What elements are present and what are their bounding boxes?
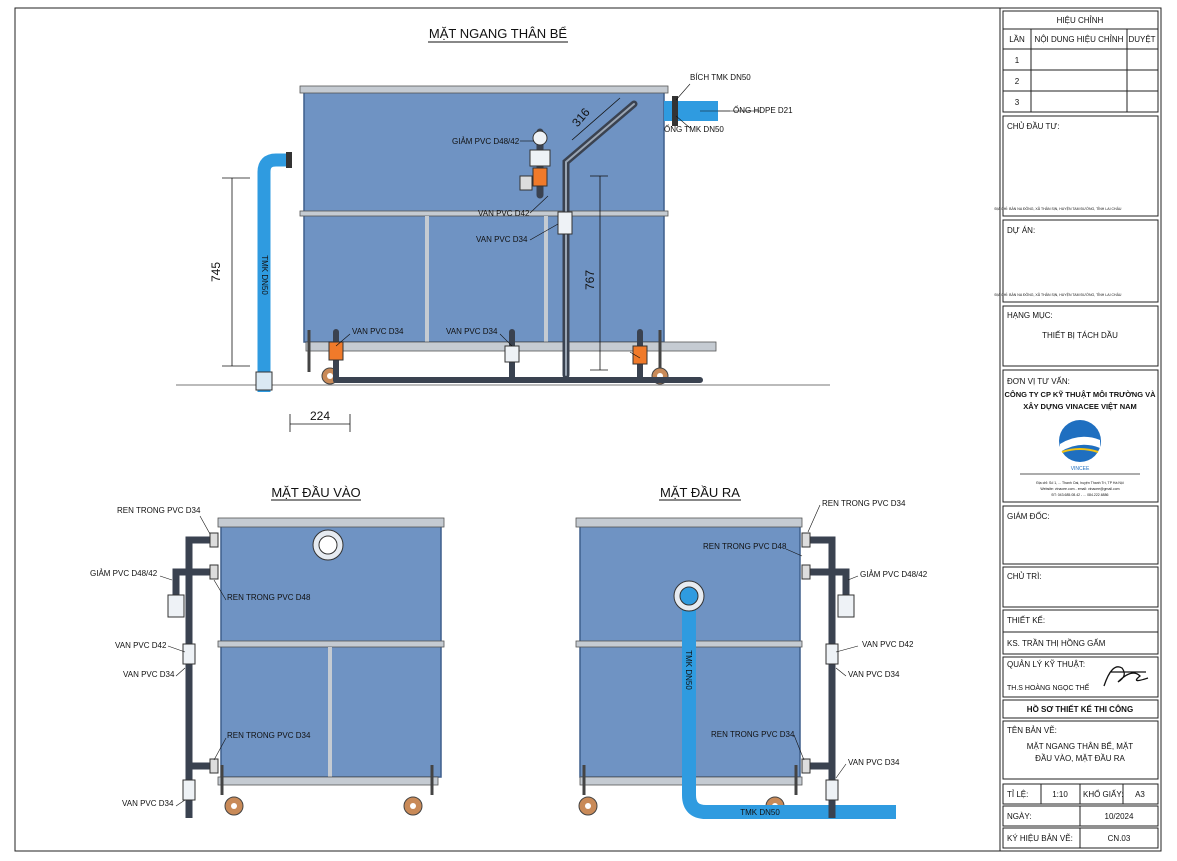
- chu-dau-tu-label: CHỦ ĐẦU TƯ:: [1007, 121, 1059, 131]
- ky-hieu-label: KÝ HIỆU BẢN VẼ:: [1007, 834, 1073, 843]
- ten-ban-ve-line2: ĐẦU VÀO, MẶT ĐẦU RA: [1035, 753, 1125, 763]
- label-hdpe: ỐNG HDPE D21: [733, 105, 793, 115]
- label-outlet-van42: VAN PVC D42: [862, 640, 914, 649]
- company-info3: ĐT: 043.685.08.42 - ... 084.222.6886: [1051, 493, 1108, 497]
- label-inlet-ren-top: REN TRONG PVC D34: [117, 506, 201, 515]
- chu-dau-tu-address: ĐỊA CHỈ: BẢN NA ĐÔNG, XÃ THÂN SỊN, HUYỆN…: [995, 206, 1122, 211]
- pipe-label-tmk-side: TMK DN50: [260, 255, 269, 295]
- dim-745: 745: [209, 262, 223, 282]
- label-bich-tmk: BÍCH TMK DN50: [690, 73, 751, 82]
- inlet-view: MẶT ĐẦU VÀO: [90, 485, 445, 818]
- label-outlet-ren48: REN TRONG PVC D48: [703, 542, 787, 551]
- ti-le-value: 1:10: [1052, 790, 1068, 799]
- outlet-view-title: MẶT ĐẦU RA: [660, 485, 740, 500]
- side-view-title: MẶT NGANG THÂN BỂ: [429, 26, 568, 41]
- valve-d34-mid: [504, 345, 520, 363]
- valve-d34-left: [328, 341, 344, 361]
- ten-ban-ve-label: TÊN BẢN VẼ:: [1007, 726, 1057, 735]
- title-block: [999, 7, 1162, 852]
- revision-col-noidung: NỘI DUNG HIỆU CHỈNH: [1035, 35, 1124, 44]
- label-giam-side: GIẢM PVC D48/42: [452, 137, 520, 146]
- hang-muc-value: THIẾT BỊ TÁCH DẦU: [1042, 330, 1118, 340]
- label-inlet-van34: VAN PVC D34: [123, 670, 175, 679]
- side-view: MẶT NGANG THÂN BỂ: [176, 26, 830, 432]
- valve-d42-side: [532, 167, 548, 187]
- inlet-view-title: MẶT ĐẦU VÀO: [271, 485, 360, 500]
- revision-row-3: 3: [1015, 98, 1020, 107]
- label-ong-tmk: ỐNG TMK DN50: [664, 124, 724, 134]
- label-outlet-giam: GIẢM PVC D48/42: [860, 570, 928, 579]
- company-line2: XÂY DỰNG VINACEE VIỆT NAM: [1023, 402, 1137, 411]
- label-van34-left: VAN PVC D34: [352, 327, 404, 336]
- outlet-pipe-vertical: [682, 596, 896, 819]
- thiet-ke-label: THIẾT KẾ:: [1007, 615, 1045, 625]
- label-van42-side: VAN PVC D42: [478, 209, 530, 218]
- hang-muc-label: HẠNG MỤC:: [1007, 311, 1053, 320]
- don-vi-label: ĐƠN VỊ TƯ VẤN:: [1007, 376, 1070, 386]
- revision-col-lan: LẦN: [1009, 34, 1025, 44]
- valve-d34-side-top: [557, 211, 573, 235]
- quan-ly-label: QUẢN LÝ KỸ THUẬT:: [1007, 660, 1085, 669]
- revision-row-1: 1: [1015, 56, 1020, 65]
- ngay-label: NGÀY:: [1007, 812, 1031, 821]
- company-info2: Website: vinacee.com - email: vinacee@gm…: [1040, 487, 1119, 491]
- inlet-flange: [312, 529, 344, 561]
- signature: [1103, 666, 1149, 687]
- kho-giay-value: A3: [1135, 790, 1145, 799]
- pipe-label-tmk-outlet-horiz: TMK DN50: [740, 808, 780, 817]
- outlet-view: MẶT ĐẦU RA: [575, 485, 928, 819]
- ti-le-label: TỈ LỆ:: [1007, 790, 1028, 799]
- chu-tri-label: CHỦ TRÌ:: [1007, 572, 1042, 581]
- ngay-value: 10/2024: [1105, 812, 1134, 821]
- quan-ly-name: TH.S HOÀNG NGỌC THẾ: [1007, 682, 1090, 692]
- label-outlet-van34-bottom: VAN PVC D34: [848, 758, 900, 767]
- ho-so-title: HỒ SƠ THIẾT KẾ THI CÔNG: [1027, 704, 1133, 714]
- du-an-address: ĐỊA CHỈ: BẢN NA ĐÔNG, XÃ THÂN SỊN, HUYỆN…: [995, 292, 1122, 297]
- ky-hieu-value: CN.03: [1108, 834, 1131, 843]
- label-van34-side: VAN PVC D34: [476, 235, 528, 244]
- inlet-pipe-tmk-dn50: [257, 153, 292, 392]
- giam-doc-label: GIÁM ĐỐC:: [1007, 511, 1050, 521]
- thiet-ke-name: KS. TRẦN THỊ HỒNG GẤM: [1007, 638, 1106, 648]
- label-inlet-giam: GIẢM PVC D48/42: [90, 569, 158, 578]
- valve-d34-right: [632, 345, 648, 365]
- revision-col-duyet: DUYỆT: [1128, 35, 1155, 44]
- dim-224: 224: [310, 409, 330, 423]
- label-outlet-van34: VAN PVC D34: [848, 670, 900, 679]
- logo-text: VINCEE: [1071, 466, 1090, 472]
- revision-row-2: 2: [1015, 77, 1020, 86]
- label-van34-mid: VAN PVC D34: [446, 327, 498, 336]
- label-inlet-ren48: REN TRONG PVC D48: [227, 593, 311, 602]
- label-outlet-ren34: REN TRONG PVC D34: [711, 730, 795, 739]
- kho-giay-label: KHỔ GIẤY:: [1083, 789, 1123, 799]
- label-outlet-ren-top: REN TRONG PVC D34: [822, 499, 906, 508]
- dim-767: 767: [583, 270, 597, 290]
- title-block-text: HIỆU CHỈNH LẦN NỘI DUNG HIỆU CHỈNH DUYỆT…: [995, 16, 1157, 843]
- pipe-label-tmk-outlet-vert: TMK DN50: [684, 650, 693, 690]
- du-an-label: DỰ ÁN:: [1007, 226, 1035, 235]
- vinacee-logo: VINCEE: [1059, 420, 1101, 472]
- outlet-flange: [673, 580, 705, 612]
- company-info1: Địa chỉ: Số 1, ... Thanh Oai, huyện Than…: [1036, 481, 1124, 485]
- company-line1: CÔNG TY CP KỸ THUẬT MÔI TRƯỜNG VÀ: [1004, 390, 1156, 399]
- label-inlet-van42: VAN PVC D42: [115, 641, 167, 650]
- label-inlet-ren34: REN TRONG PVC D34: [227, 731, 311, 740]
- revision-header: HIỆU CHỈNH: [1057, 16, 1104, 25]
- label-inlet-van34-bottom: VAN PVC D34: [122, 799, 174, 808]
- ten-ban-ve-line1: MẶT NGANG THÂN BỂ, MẶT: [1027, 742, 1133, 751]
